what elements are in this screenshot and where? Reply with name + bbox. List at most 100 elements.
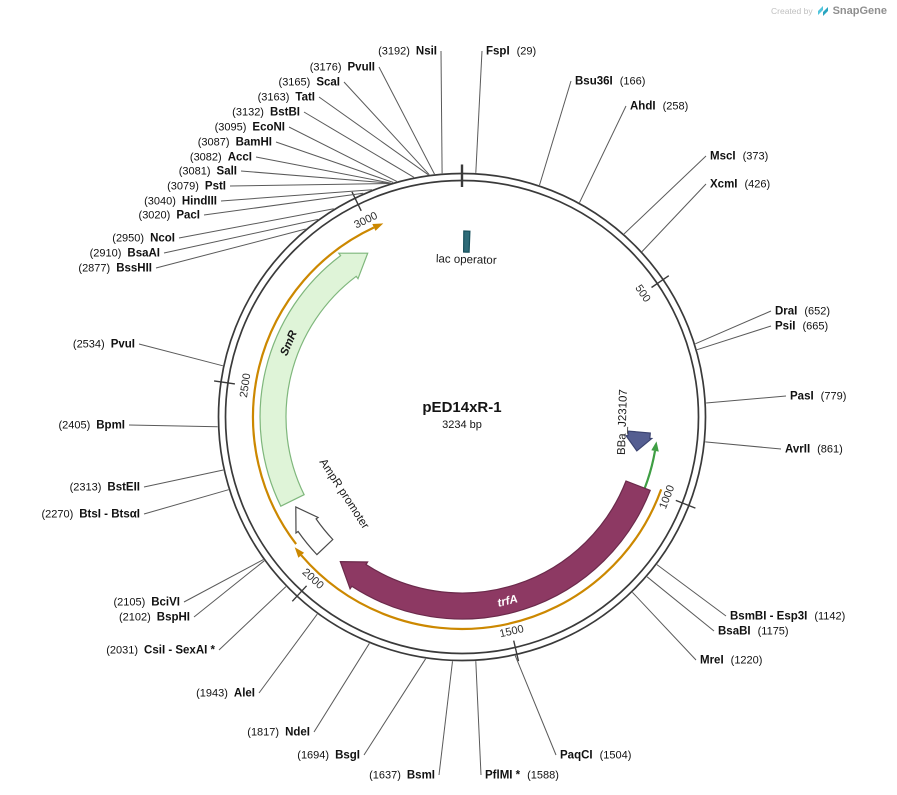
site-BsmBI-Esp3I[interactable]: BsmBI - Esp3I(1142)	[730, 609, 845, 624]
leader-PasI	[706, 395, 787, 404]
feature-label-trfa[interactable]: trfA	[496, 593, 519, 610]
leader-PflMI-	[475, 661, 482, 776]
site-BsmI[interactable]: (1637)BsmI	[369, 768, 435, 783]
leader-BssHII	[155, 228, 306, 269]
snapgene-brand-text: SnapGene	[832, 5, 887, 17]
site-position: (1817)	[247, 726, 280, 739]
site-BstEII[interactable]: (2313)BstEII	[70, 480, 140, 495]
feature-label-bba-j23107[interactable]: BBa_J23107	[616, 389, 630, 455]
site-BsaBI[interactable]: BsaBI(1175)	[718, 624, 789, 639]
leader-NcoI	[178, 208, 334, 239]
site-position: (1943)	[196, 687, 228, 700]
site-PsiI[interactable]: PsiI (665)	[775, 319, 828, 334]
leader-CsiI-SexAI-	[218, 586, 287, 651]
site-PflMI-[interactable]: PflMI *(1588)	[485, 768, 559, 783]
site-enzyme-name: HindIII	[181, 195, 217, 208]
site-CsiI-SexAI-[interactable]: (2031)CsiI - SexAI *	[106, 643, 215, 658]
site-enzyme-name: BssHII	[116, 262, 152, 275]
site-BsgI[interactable]: (1694)BsgI	[297, 748, 360, 763]
leader-PstI	[229, 183, 390, 187]
site-NdeI[interactable]: (1817) NdeI	[247, 725, 310, 740]
feature-bba-j23107[interactable]	[624, 430, 654, 452]
site-DraI[interactable]: DraI(652)	[775, 304, 830, 319]
site-enzyme-name: BsaBI	[718, 625, 751, 638]
site-position: (1142)	[814, 610, 846, 623]
site-position: (665)	[802, 320, 829, 333]
site-NcoI[interactable]: (2950)NcoI	[112, 231, 175, 246]
leader-AhdI	[579, 105, 627, 203]
site-enzyme-name: FspI	[486, 45, 510, 58]
leader-TatI	[318, 96, 429, 176]
site-PasI[interactable]: PasI(779)	[790, 389, 846, 404]
site-enzyme-name: BsaAI	[127, 247, 160, 260]
site-EcoNI[interactable]: (3095)EcoNI	[215, 120, 285, 135]
leader-SalI	[240, 170, 391, 184]
site-ScaI[interactable]: (3165)ScaI	[279, 75, 340, 90]
site-MscI[interactable]: MscI(373)	[710, 149, 768, 164]
feature-label-lac-operator[interactable]: lac operator	[436, 253, 497, 267]
site-AccI[interactable]: (3082)AccI	[190, 150, 252, 165]
feature-lac-operator[interactable]	[462, 230, 471, 253]
leader-PsiI	[696, 325, 772, 351]
tick-label-1500: 1500	[498, 623, 525, 640]
site-position: (29)	[516, 45, 537, 58]
site-enzyme-name: PvuI	[110, 338, 135, 351]
site-position: (3095)	[214, 121, 247, 134]
leader-AvrII	[705, 441, 782, 450]
site-PvuI[interactable]: (2534)PvuI	[73, 337, 135, 352]
site-enzyme-name: PstI	[204, 180, 226, 193]
leader-HindIII	[220, 189, 373, 202]
site-enzyme-name: NdeI	[285, 726, 310, 739]
site-enzyme-name: BstBI	[269, 106, 300, 119]
site-position: (1588)	[527, 769, 559, 782]
site-BsaAI[interactable]: (2910)BsaAI	[90, 246, 160, 261]
site-BtsI-Bts-I[interactable]: (2270)BtsI - BtsαI	[41, 507, 140, 522]
site-enzyme-name: BstEII	[107, 481, 140, 494]
site-SalI[interactable]: (3081)SalI	[179, 164, 237, 179]
site-PacI[interactable]: (3020)PacI	[139, 208, 200, 223]
site-BamHI[interactable]: (3087)BamHI	[198, 135, 272, 150]
site-FspI[interactable]: FspI (29)	[486, 44, 536, 59]
orf-orange-bottom-arc[interactable]	[300, 489, 663, 631]
site-enzyme-name: PacI	[176, 209, 200, 222]
site-BciVI[interactable]: (2105)BciVI	[113, 595, 180, 610]
site-HindIII[interactable]: (3040)HindIII	[144, 194, 217, 209]
site-enzyme-name: AccI	[227, 151, 252, 164]
site-enzyme-name: Bsu36I	[575, 75, 613, 88]
site-BssHII[interactable]: (2877)BssHII	[78, 261, 152, 276]
site-enzyme-name: AleI	[233, 687, 255, 700]
leader-BsmBI-Esp3I	[656, 564, 727, 617]
site-position: (2950)	[112, 232, 145, 245]
feature-ampr-promoter[interactable]	[295, 506, 334, 556]
feature-trfa[interactable]	[339, 480, 651, 620]
site-NsiI[interactable]: (3192)NsiI	[378, 44, 437, 59]
site-PaqCI[interactable]: PaqCI(1504)	[560, 748, 631, 763]
site-AleI[interactable]: (1943) AleI	[196, 686, 255, 701]
feature-smr[interactable]	[259, 252, 369, 508]
site-BspHI[interactable]: (2102)BspHI	[119, 610, 190, 625]
site-AhdI[interactable]: AhdI(258)	[630, 99, 688, 114]
orf-orange-left-arc[interactable]	[251, 226, 375, 545]
watermark: Created by SnapGene	[771, 5, 887, 17]
site-enzyme-name: PsiI	[775, 320, 796, 333]
site-MreI[interactable]: MreI(1220)	[700, 653, 762, 668]
site-TatI[interactable]: (3163)TatI	[258, 90, 315, 105]
site-enzyme-name: MscI	[710, 150, 736, 163]
site-PstI[interactable]: (3079)PstI	[167, 179, 226, 194]
leader-MreI	[632, 591, 697, 661]
site-enzyme-name: BciVI	[151, 596, 180, 609]
site-enzyme-name: BsmI	[406, 769, 435, 782]
leader-BsaBI	[646, 576, 715, 632]
site-Bsu36I[interactable]: Bsu36I (166)	[575, 74, 645, 89]
tick-2000	[291, 585, 308, 602]
leader-BtsI-Bts-I	[143, 489, 229, 515]
site-BpmI[interactable]: (2405)BpmI	[58, 418, 125, 433]
site-AvrII[interactable]: AvrII(861)	[785, 442, 843, 457]
plasmid-title-block: pED14xR-1 3234 bp	[422, 399, 501, 431]
site-XcmI[interactable]: XcmI(426)	[710, 177, 770, 192]
site-PvuII[interactable]: (3176)PvuII	[310, 60, 375, 75]
site-position: (166)	[619, 75, 646, 88]
site-BstBI[interactable]: (3132)BstBI	[232, 105, 300, 120]
orf-green-arrowhead	[651, 441, 659, 452]
plasmid-name: pED14xR-1	[422, 399, 502, 416]
